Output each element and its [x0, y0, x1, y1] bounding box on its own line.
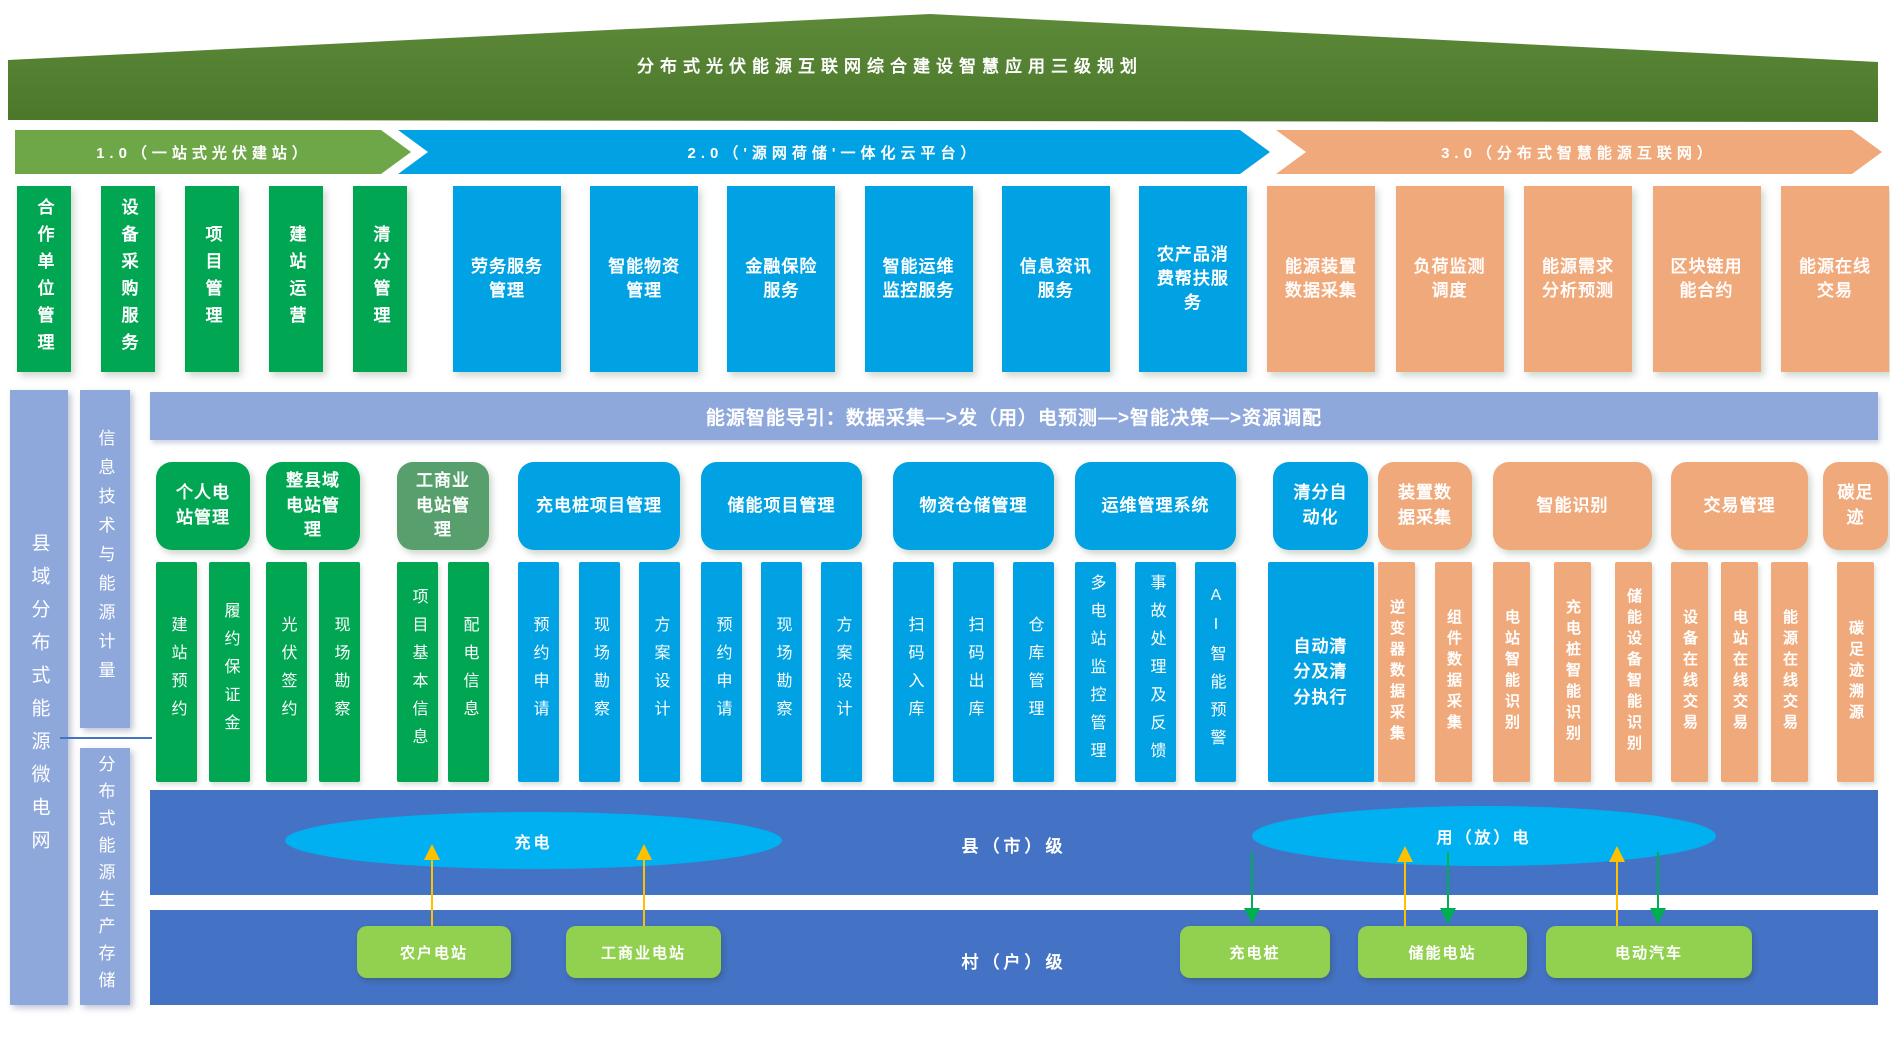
module-box: 劳务服务管理	[453, 186, 561, 372]
module-box: 负荷监测调度	[1395, 186, 1504, 372]
group-clearing-automation: 清分自动化 自动清分及清分执行	[1267, 462, 1374, 782]
sub-box: 碳足迹溯源	[1837, 562, 1874, 782]
county-level-label: 县（市）级	[961, 837, 1067, 856]
sub-box: 设备在线交易	[1671, 562, 1708, 782]
module-box: 智能运维监控服务	[864, 186, 973, 372]
group-commercial-station: 工商业电站管理 项目基本信息 配电信息	[397, 462, 489, 782]
module-box: 设备采购服务	[101, 186, 155, 372]
page-title: 分布式光伏能源互联网综合建设智慧应用三级规划	[637, 57, 1143, 76]
group-smart-recognition: 智能识别 电站智能识别 充电桩智能识别 储能设备智能识别	[1493, 462, 1652, 782]
stage-2-label: 2.0（'源网荷储'一体化云平台）	[687, 144, 981, 162]
node-electric-vehicle: 电动汽车	[1546, 926, 1752, 978]
node-charging-pile: 充电桩	[1180, 926, 1330, 978]
group-header: 个人电站管理	[156, 462, 250, 550]
group-header: 清分自动化	[1273, 462, 1368, 550]
module-box: 建站运营	[269, 186, 323, 372]
node-farmer-station: 农户电站	[357, 926, 511, 978]
group-header: 装置数据采集	[1378, 462, 1472, 550]
group-header: 物资仓储管理	[893, 462, 1054, 550]
stage-arrow-2: 2.0（'源网荷储'一体化云平台）	[398, 130, 1270, 174]
group-header: 工商业电站管理	[397, 462, 489, 550]
sub-box: 现场勘察	[578, 562, 620, 782]
module-box: 能源装置数据采集	[1267, 186, 1375, 372]
group-header: 碳足迹	[1823, 462, 1888, 550]
module-box: 信息资讯服务	[1001, 186, 1110, 372]
sidebar-production-storage: 分布式能源生产存储	[80, 748, 130, 1005]
stage-1-label: 1.0（一站式光伏建站）	[96, 144, 312, 162]
sub-box: 事故处理及反馈	[1135, 562, 1176, 782]
group-header: 交易管理	[1671, 462, 1808, 550]
sub-box: 多电站监控管理	[1075, 562, 1116, 782]
stage-3-modules: 能源装置数据采集 负荷监测调度 能源需求分析预测 区块链用能合约 能源在线交易	[1267, 186, 1889, 372]
group-carbon-footprint: 碳足迹 碳足迹溯源	[1823, 462, 1888, 782]
county-level-band: 充电 县（市）级 用（放）电	[150, 790, 1878, 895]
module-box: 智能物资管理	[590, 186, 699, 372]
sub-box: 项目基本信息	[397, 562, 438, 782]
stage-2-modules: 劳务服务管理 智能物资管理 金融保险服务 智能运维监控服务 信息资讯服务 农产品…	[453, 186, 1247, 372]
sub-box: 现场勘察	[761, 562, 802, 782]
group-header: 储能项目管理	[701, 462, 862, 550]
group-header: 运维管理系统	[1075, 462, 1236, 550]
sub-box: 储能设备智能识别	[1615, 562, 1652, 782]
sub-box: 电站在线交易	[1721, 562, 1758, 782]
group-om-system: 运维管理系统 多电站监控管理 事故处理及反馈 AI智能预警	[1075, 462, 1236, 782]
discharge-ellipse: 用（放）电	[1252, 806, 1716, 866]
sidebar-divider-line	[60, 737, 152, 739]
village-level-band: 农户电站 工商业电站 村（户）级 充电桩 储能电站 电动汽车	[150, 910, 1878, 1005]
village-level-label: 村（户）级	[961, 953, 1067, 972]
sub-box: 仓库管理	[1013, 562, 1054, 782]
sub-box: 逆变器数据采集	[1378, 562, 1415, 782]
group-header: 智能识别	[1493, 462, 1652, 550]
module-box: 农产品消费帮扶服务	[1138, 186, 1247, 372]
sidebar-county-microgrid: 县域分布式能源微电网	[10, 390, 68, 1005]
module-box: 区块链用能合约	[1652, 186, 1761, 372]
stage-arrow-1: 1.0（一站式光伏建站）	[15, 130, 411, 174]
stage-arrow-3: 3.0（分布式智慧能源互联网）	[1276, 130, 1882, 174]
sub-box: 能源在线交易	[1771, 562, 1808, 782]
charge-ellipse: 充电	[285, 812, 782, 869]
sub-box: 扫码入库	[893, 562, 934, 782]
sub-box: 履约保证金	[209, 562, 250, 782]
group-county-station: 整县域电站管理 光伏签约 现场勘察	[266, 462, 360, 782]
sub-box: 自动清分及清分执行	[1267, 562, 1374, 782]
sub-box: 预约申请	[701, 562, 742, 782]
energy-guide-banner: 能源智能导引：数据采集—>发（用）电预测—>智能决策—>资源调配	[150, 392, 1878, 440]
stage-1-modules: 合作单位管理 设备采购服务 项目管理 建站运营 清分管理	[17, 186, 407, 372]
node-storage-station: 储能电站	[1358, 926, 1527, 978]
top-ribbon	[8, 14, 1878, 122]
sub-box: AI智能预警	[1195, 562, 1236, 782]
sub-box: 方案设计	[639, 562, 680, 782]
sub-box: 预约申请	[518, 562, 559, 782]
sub-box: 扫码出库	[953, 562, 994, 782]
module-box: 项目管理	[185, 186, 239, 372]
sub-box: 配电信息	[448, 562, 489, 782]
group-material-warehouse: 物资仓储管理 扫码入库 扫码出库 仓库管理	[893, 462, 1054, 782]
sub-box: 现场勘察	[319, 562, 360, 782]
sub-box: 光伏签约	[266, 562, 307, 782]
group-storage-project: 储能项目管理 预约申请 现场勘察 方案设计	[701, 462, 862, 782]
sidebar-it-metering: 信息技术与能源计量	[80, 390, 130, 728]
group-header: 整县域电站管理	[266, 462, 360, 550]
group-personal-station: 个人电站管理 建站预约 履约保证金	[156, 462, 250, 782]
group-header: 充电桩项目管理	[518, 462, 680, 550]
stage-3-label: 3.0（分布式智慧能源互联网）	[1441, 144, 1717, 162]
sub-box: 建站预约	[156, 562, 197, 782]
module-box: 能源在线交易	[1781, 186, 1889, 372]
module-box: 金融保险服务	[727, 186, 836, 372]
module-box: 合作单位管理	[17, 186, 71, 372]
group-device-data-collection: 装置数据采集 逆变器数据采集 组件数据采集	[1378, 462, 1472, 782]
node-commercial-station: 工商业电站	[566, 926, 721, 978]
sub-box: 充电桩智能识别	[1554, 562, 1591, 782]
module-box: 能源需求分析预测	[1524, 186, 1632, 372]
module-box: 清分管理	[353, 186, 407, 372]
sub-box: 方案设计	[821, 562, 862, 782]
group-charging-pile-project: 充电桩项目管理 预约申请 现场勘察 方案设计	[518, 462, 680, 782]
group-trade-management: 交易管理 设备在线交易 电站在线交易 能源在线交易	[1671, 462, 1808, 782]
sub-box: 电站智能识别	[1493, 562, 1530, 782]
sub-box: 组件数据采集	[1435, 562, 1472, 782]
